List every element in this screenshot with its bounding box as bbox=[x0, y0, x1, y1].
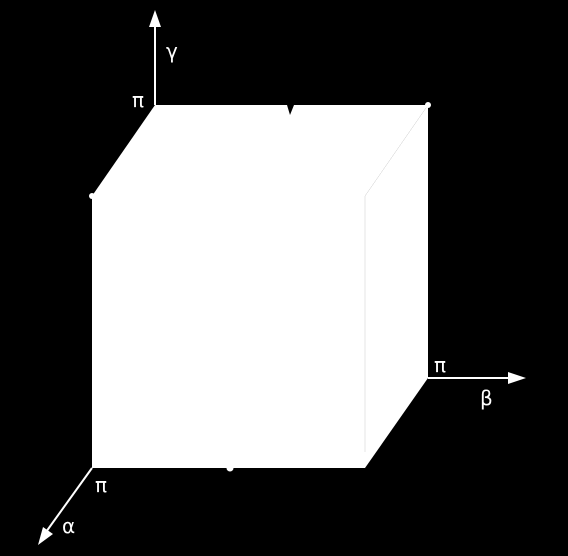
gamma-pi-label: π bbox=[132, 88, 144, 112]
alpha-axis-label: α bbox=[62, 514, 75, 538]
beta-arrowhead bbox=[508, 372, 526, 384]
cube-side-face bbox=[365, 105, 428, 468]
beta-axis-label: β bbox=[480, 386, 493, 410]
gamma-arrowhead bbox=[149, 10, 161, 27]
cube-top-face bbox=[92, 105, 428, 196]
cube-vertex bbox=[226, 464, 234, 472]
gamma-axis-label: γ bbox=[166, 39, 178, 63]
cube bbox=[89, 102, 431, 472]
cube-front-face bbox=[92, 196, 365, 468]
cube-top-notch bbox=[287, 105, 294, 115]
gamma-axis: γ π bbox=[132, 10, 178, 112]
alpha-axis-line bbox=[45, 467, 93, 533]
alpha-pi-label: π bbox=[95, 473, 107, 497]
alpha-arrowhead bbox=[38, 527, 53, 545]
beta-pi-label: π bbox=[434, 353, 446, 377]
alpha-axis: π α bbox=[38, 467, 107, 545]
beta-axis: π β bbox=[428, 353, 526, 410]
cube-vertex bbox=[89, 193, 95, 199]
cube-vertex bbox=[425, 102, 431, 108]
